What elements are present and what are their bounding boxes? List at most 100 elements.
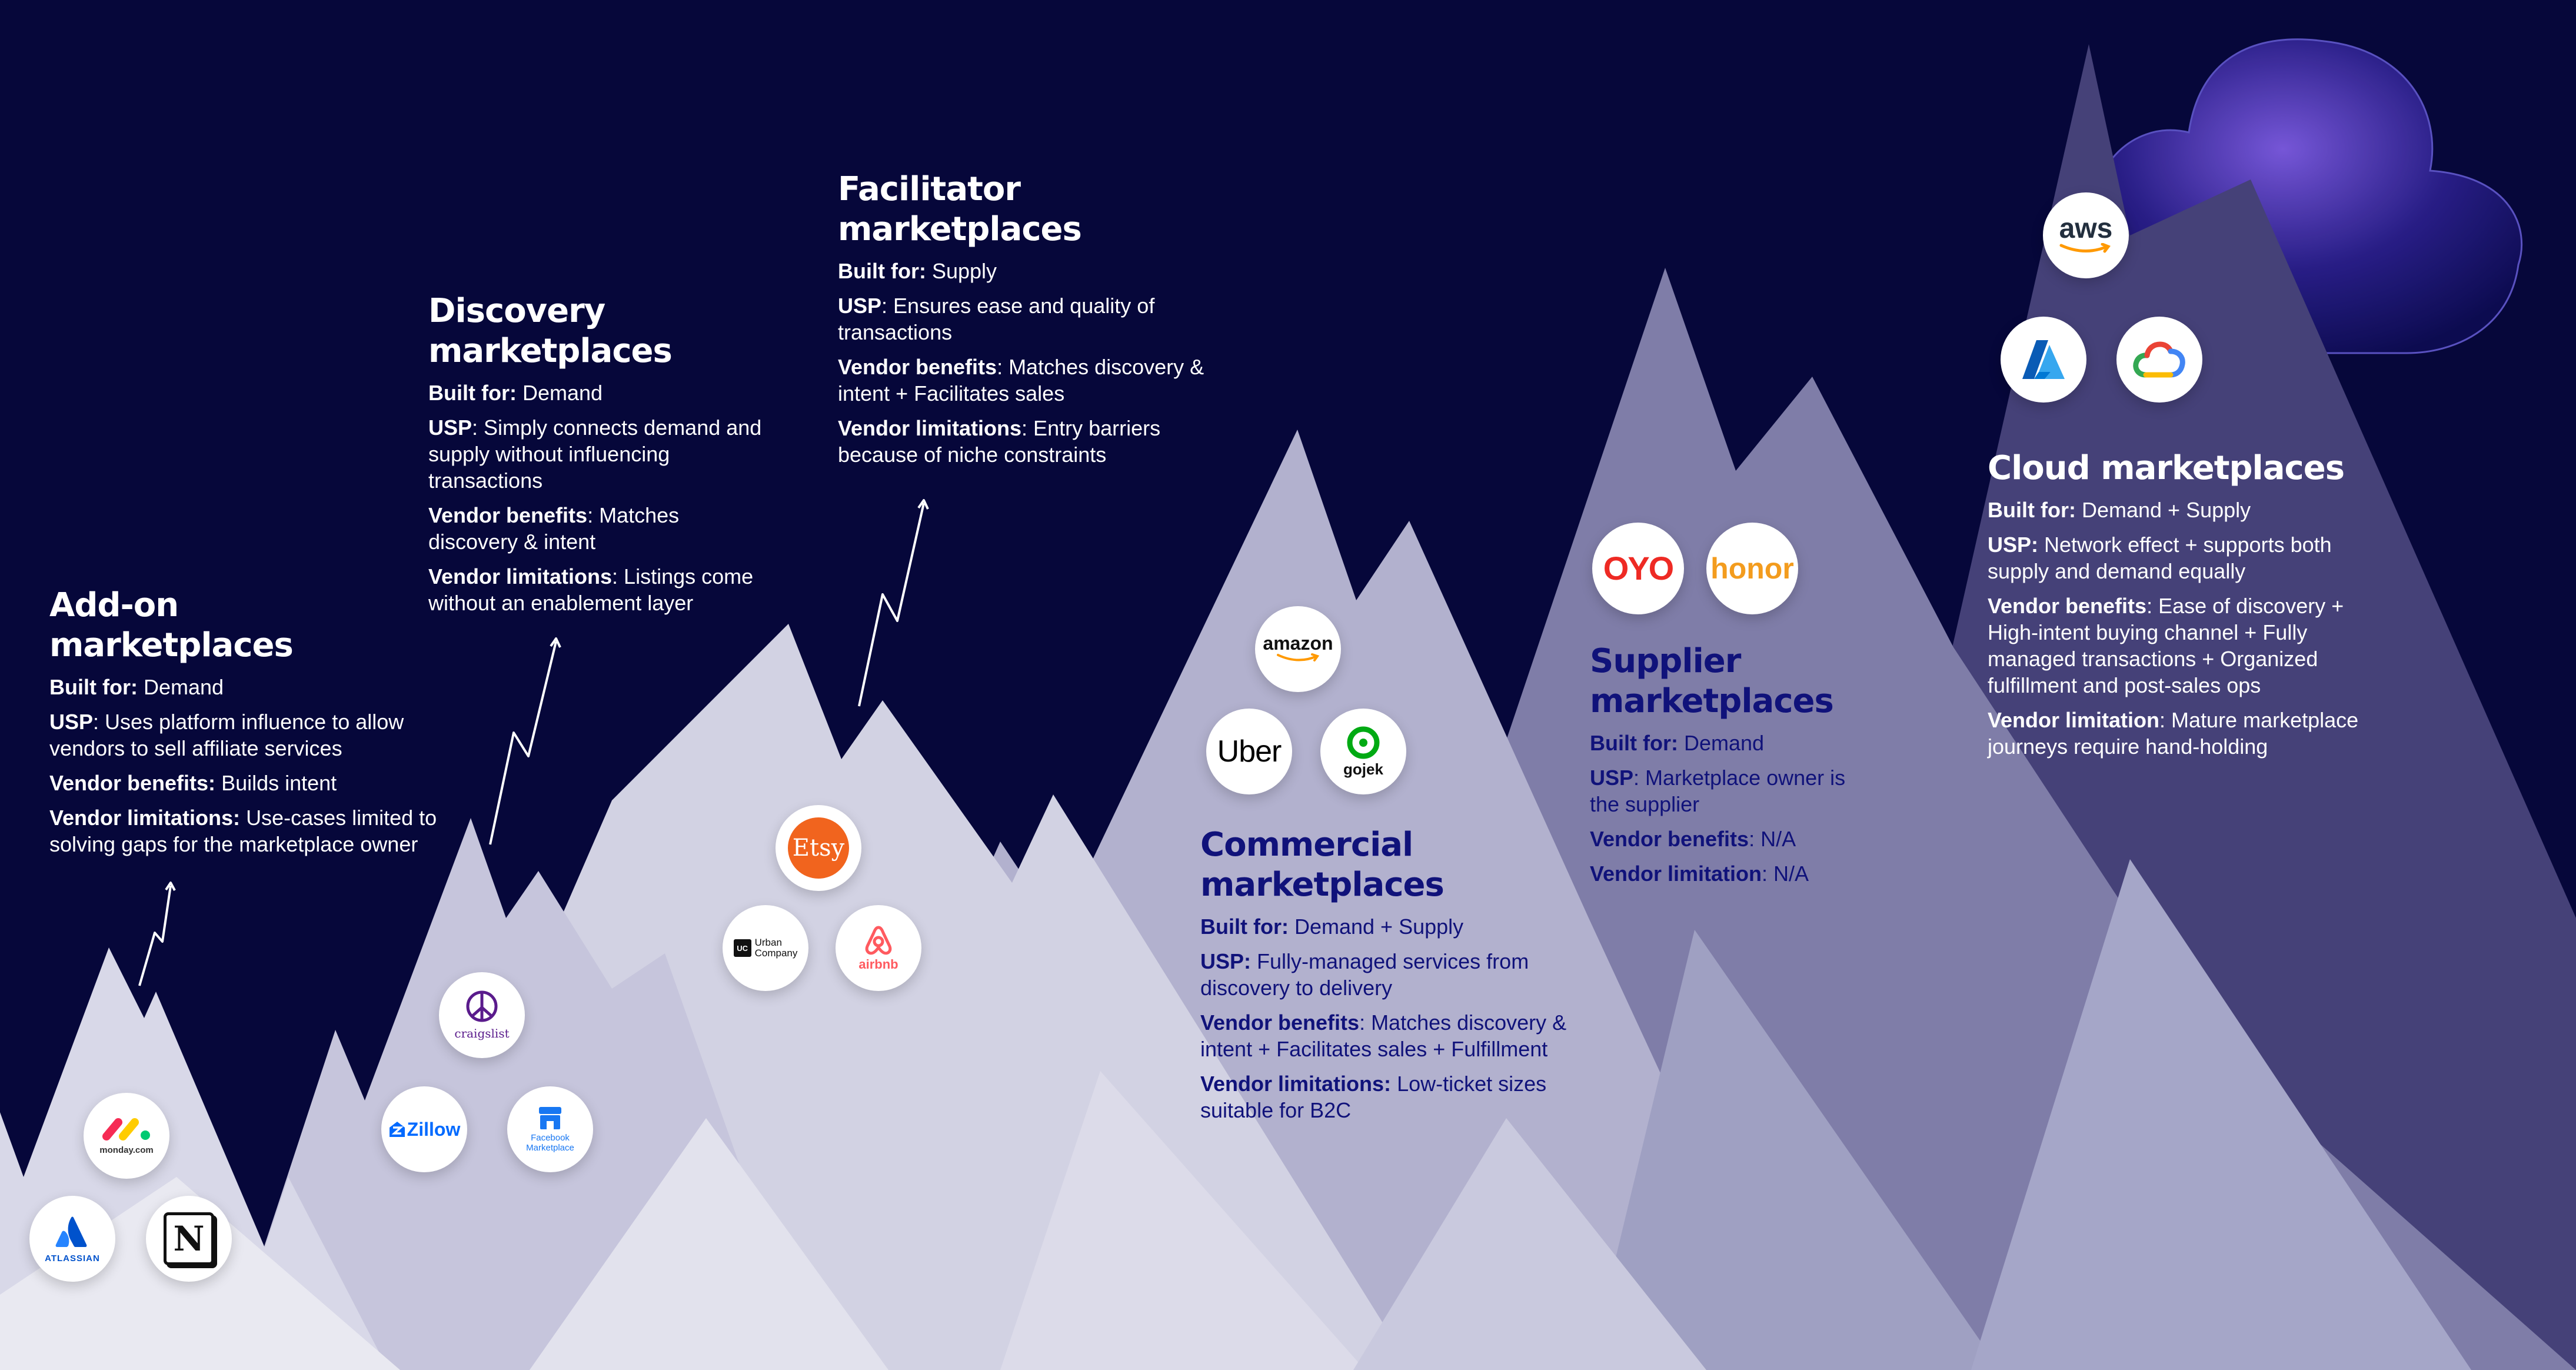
row-text: Network effect + supports both supply an… (1988, 533, 2332, 583)
growth-arrow-icon (858, 499, 929, 707)
etsy-logo: Etsy (776, 805, 861, 891)
title-line: marketplaces (838, 210, 1082, 248)
zillow-wordmark: Zillow (388, 1119, 461, 1140)
row-text: Demand + Supply (1294, 915, 1464, 939)
logo-label: Company (754, 947, 798, 959)
notion-icon: N (164, 1212, 214, 1265)
row-label: Vendor benefits (1200, 1010, 1360, 1035)
vendor-benefits-row: Vendor benefits: Matches discovery & int… (838, 354, 1214, 407)
logo-label: honor (1710, 552, 1794, 585)
oyo-logo: OYO (1592, 523, 1684, 614)
row-label: Vendor limitations: (49, 806, 241, 830)
usp-row: USP: Network effect + supports both supp… (1988, 531, 2394, 584)
vendor-limitations-row: Vendor limitation: N/A (1590, 860, 1872, 887)
urban-company-icon: UC (733, 939, 751, 957)
aws-smile-icon (2059, 243, 2111, 253)
usp-row: USP: Marketplace owner is the supplier (1590, 764, 1872, 817)
foothill-right-c (1353, 1118, 1706, 1370)
logo-label: monday.com (99, 1145, 154, 1155)
row-label: Vendor benefits (838, 355, 997, 379)
etsy-badge: Etsy (788, 817, 849, 879)
airbnb-logo: airbnb (836, 905, 921, 991)
built-for-row: Built for: Demand (49, 674, 450, 700)
usp-row: USP: Ensures ease and quality of transac… (838, 292, 1214, 345)
foothill-right-a (1589, 930, 2001, 1370)
row-label: USP: (1200, 949, 1252, 973)
row-label: USP (49, 710, 94, 734)
row-text: : Matches discovery & intent + Facilitat… (838, 355, 1204, 405)
logo-label: amazon (1263, 633, 1333, 654)
vendor-limitations-row: Vendor limitations: Entry barriers becau… (838, 415, 1214, 468)
row-label: Built for: (49, 675, 138, 699)
section-title: Add-on marketplaces (49, 586, 450, 666)
logo-label: airbnb (858, 957, 898, 972)
aws-logo: aws (2043, 192, 2129, 278)
vendor-limitations-row: Vendor limitations: Low-ticket sizes sui… (1200, 1070, 1577, 1123)
row-label: Vendor limitations: (1200, 1072, 1392, 1096)
vendor-limitations-row: Vendor limitation: Mature marketplace jo… (1988, 707, 2394, 760)
row-label: Vendor limitations (428, 564, 613, 588)
logo-label: ATLASSIAN (45, 1253, 100, 1263)
section-title: Commercial marketplaces (1200, 825, 1577, 905)
vendor-benefits-row: Vendor benefits: Matches discovery & int… (1200, 1009, 1577, 1062)
row-text: Demand (143, 675, 224, 699)
foothill-right-b (1971, 859, 2471, 1370)
logo-label: Uber (1217, 734, 1282, 769)
gojek-logo: gojek (1320, 709, 1406, 794)
row-text: Use-cases limited to solving gaps for th… (49, 806, 437, 856)
google-cloud-logo (2116, 317, 2202, 403)
section-title: Facilitator marketplaces (838, 169, 1214, 250)
title-line: marketplaces (1200, 866, 1445, 904)
peace-icon (466, 990, 498, 1022)
gojek-icon (1347, 726, 1380, 759)
discovery-marketplaces-section: Discovery marketplaces Built for: Demand… (428, 291, 770, 616)
row-label: Vendor benefits (428, 503, 588, 527)
urban-company-logo: UC Urban Company (723, 905, 808, 991)
craigslist-logo: craigslist (439, 972, 525, 1058)
row-label: USP (838, 294, 882, 318)
title-line: Commercial (1200, 826, 1413, 864)
azure-logo (2001, 317, 2086, 403)
atlassian-logo: ATLASSIAN (29, 1196, 115, 1282)
notion-logo: N (146, 1196, 232, 1282)
commercial-marketplaces-section: Commercial marketplaces Built for: Deman… (1200, 825, 1577, 1123)
title-line: Facilitator (838, 170, 1021, 208)
google-cloud-icon (2133, 341, 2185, 378)
row-text: : Ensures ease and quality of transactio… (838, 294, 1155, 344)
logo-label: Etsy (792, 834, 845, 862)
logo-label: craigslist (454, 1026, 510, 1040)
urban-company-wordmark: Urban Company (755, 937, 798, 959)
row-label: Vendor limitation (1590, 862, 1762, 886)
built-for-row: Built for: Supply (838, 258, 1214, 284)
usp-row: USP: Simply connects demand and supply w… (428, 414, 770, 494)
foothill-front-mid (530, 1118, 888, 1370)
logo-label: Zillow (407, 1119, 461, 1140)
supplier-marketplaces-section: Supplier marketplaces Built for: Demand … (1590, 641, 1872, 887)
row-text: : Simply connects demand and supply with… (428, 415, 762, 493)
vendor-benefits-row: Vendor benefits: N/A (1590, 826, 1872, 852)
vendor-limitations-row: Vendor limitations: Use-cases limited to… (49, 804, 450, 857)
foothill-front-center (1000, 1071, 1365, 1370)
row-label: Built for: (1200, 915, 1289, 939)
amazon-logo: amazon (1255, 606, 1341, 692)
section-title: Cloud marketplaces (1988, 448, 2394, 488)
monday-icon (102, 1118, 150, 1140)
row-label: USP: (1988, 533, 2039, 557)
monday-logo: monday.com (84, 1093, 169, 1179)
row-text: Low-ticket sizes suitable for B2C (1200, 1072, 1547, 1122)
growth-arrow-icon (138, 882, 176, 986)
addon-marketplaces-section: Add-on marketplaces Built for: Demand US… (49, 586, 450, 857)
logo-label: Urban (754, 937, 782, 948)
built-for-row: Built for: Demand + Supply (1200, 913, 1577, 940)
cloud-marketplaces-section: Cloud marketplaces Built for: Demand + S… (1988, 448, 2394, 760)
airbnb-icon (865, 926, 892, 955)
row-text: Supply (931, 259, 997, 283)
section-title: Supplier marketplaces (1590, 641, 1872, 721)
logo-label: OYO (1603, 550, 1674, 587)
title-line: Add-on (49, 586, 179, 624)
row-label: Vendor benefits: (49, 771, 216, 795)
row-text: : Matches discovery & intent + Facilitat… (1200, 1010, 1567, 1061)
row-label: Vendor benefits (1988, 594, 2147, 618)
logo-label: Facebook Marketplace (526, 1133, 574, 1153)
title-line: Supplier (1590, 642, 1741, 680)
